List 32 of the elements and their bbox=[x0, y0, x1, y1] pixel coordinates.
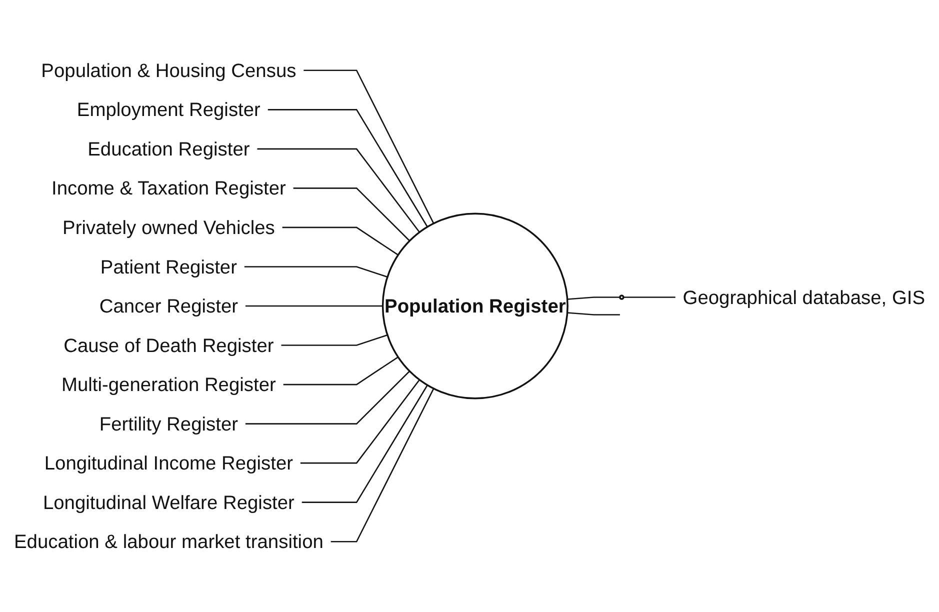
node-text: Longitudinal Income Register bbox=[44, 452, 294, 474]
connector bbox=[292, 188, 410, 242]
node-text: Geographical database, GIS bbox=[682, 286, 926, 308]
node-text: Income & Taxation Register bbox=[51, 177, 286, 200]
node-text: Employment Register bbox=[76, 98, 260, 121]
connector bbox=[567, 296, 620, 300]
node-circle: Population Register bbox=[382, 212, 568, 400]
node-text: Cause of Death Register bbox=[64, 334, 274, 356]
node-text: Longitudinal Welfare Register bbox=[42, 491, 294, 514]
connector bbox=[245, 370, 410, 424]
node-text: Education & labour market transition bbox=[14, 530, 324, 553]
node-text: Population & Housing Census bbox=[41, 59, 296, 82]
node-text: Education Register bbox=[88, 138, 250, 160]
connector bbox=[245, 305, 383, 307]
connector bbox=[623, 296, 676, 298]
connector bbox=[282, 226, 398, 256]
connector bbox=[282, 356, 398, 386]
connector bbox=[300, 379, 420, 464]
connector bbox=[267, 109, 428, 228]
connector bbox=[301, 384, 428, 503]
node-circle bbox=[619, 294, 624, 300]
connector bbox=[303, 70, 434, 224]
connector bbox=[330, 388, 434, 542]
node-text: Fertility Register bbox=[99, 412, 238, 435]
connector bbox=[256, 148, 420, 233]
node-text: Patient Register bbox=[100, 256, 237, 278]
node-text: Privately owned Vehicles bbox=[62, 216, 275, 238]
node-text: Cancer Register bbox=[99, 295, 238, 317]
connector bbox=[244, 266, 388, 278]
connector bbox=[280, 334, 388, 346]
connector bbox=[567, 312, 620, 316]
node-text: Multi-generation Register bbox=[61, 374, 276, 396]
